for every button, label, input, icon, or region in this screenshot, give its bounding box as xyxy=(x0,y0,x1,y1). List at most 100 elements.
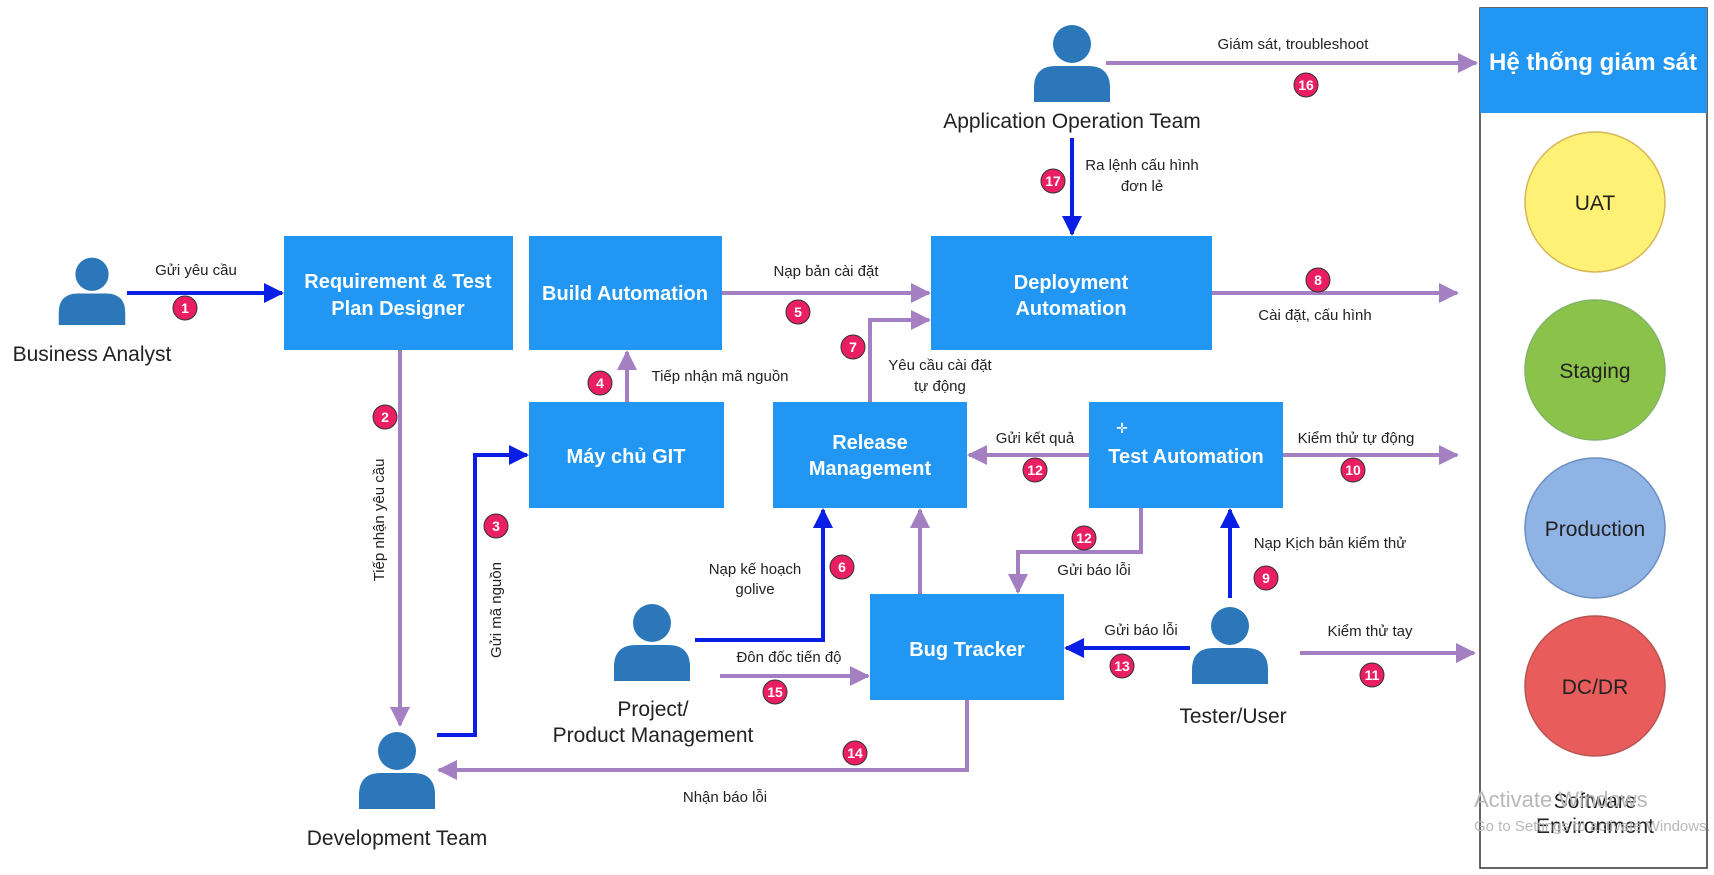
svg-text:15: 15 xyxy=(767,684,783,700)
watermark-go-to-settings: Go to Settings to activate Windows. xyxy=(1474,818,1711,835)
svg-text:16: 16 xyxy=(1298,77,1314,93)
build-automation-label: Build Automation xyxy=(542,283,708,305)
step-badge-16: 16 xyxy=(1293,72,1319,98)
deployment-automation-label-1: Deployment xyxy=(1014,272,1129,294)
step-badge-13: 13 xyxy=(1109,653,1135,679)
edge-label-8: Cài đặt, cấu hình xyxy=(1258,307,1371,324)
edge-label-17b: đơn lẻ xyxy=(1121,178,1163,195)
svg-text:2: 2 xyxy=(381,409,389,425)
env-dcdr-label: DC/DR xyxy=(1562,676,1629,699)
edge-label-12a: Gửi kết quả xyxy=(996,430,1075,447)
monitoring-system-label: Hệ thống giám sát xyxy=(1489,49,1697,76)
release-management-label-2: Management xyxy=(809,458,932,480)
edge-label-7a: Yêu cầu cài đặt xyxy=(888,357,992,374)
env-production-circle[interactable] xyxy=(1524,457,1666,599)
monitoring-system-box[interactable] xyxy=(1480,8,1707,113)
step-badge-5: 5 xyxy=(785,299,811,325)
release-management-label-1: Release xyxy=(832,432,908,454)
deployment-automation-box[interactable] xyxy=(931,236,1212,350)
arrow-12b-testauto-to-bugtracker xyxy=(1008,508,1143,594)
step-badge-6: 6 xyxy=(829,554,855,580)
arrow-3-dev-to-git xyxy=(437,445,529,737)
app-operation-team-icon xyxy=(1034,25,1110,102)
edge-label-15: Đôn đốc tiến độ xyxy=(736,649,841,666)
svg-text:7: 7 xyxy=(849,339,857,355)
env-staging-label: Staging xyxy=(1559,360,1630,383)
development-team-icon xyxy=(359,732,435,809)
edge-label-12b: Gửi báo lỗi xyxy=(1057,562,1130,579)
bug-tracker-box[interactable] xyxy=(870,594,1064,700)
edge-label-7b: tự động xyxy=(914,378,966,395)
svg-text:11: 11 xyxy=(1365,667,1380,683)
arrow-7-release-to-deploy xyxy=(868,310,931,402)
edge-label-3: Gửi mã nguồn xyxy=(488,562,505,658)
business-analyst-label: Business Analyst xyxy=(13,343,172,366)
watermark-activate-windows: Activate Windows xyxy=(1474,787,1648,812)
edge-label-4: Tiếp nhận mã nguồn xyxy=(651,368,788,385)
step-badge-12a: 12 xyxy=(1022,457,1048,483)
arrow-6-pm-to-release xyxy=(695,508,833,642)
edge-label-6a: Nạp kế hoạch xyxy=(709,561,802,578)
env-uat-circle[interactable] xyxy=(1524,131,1666,273)
step-badge-10: 10 xyxy=(1340,457,1366,483)
git-server-box[interactable] xyxy=(529,402,724,508)
step-badge-14: 14 xyxy=(842,740,868,766)
svg-text:10: 10 xyxy=(1345,462,1361,478)
step-badge-8: 8 xyxy=(1305,267,1331,293)
test-automation-label: Test Automation xyxy=(1108,446,1264,468)
bug-tracker-label: Bug Tracker xyxy=(909,639,1025,661)
edge-label-11: Kiểm thử tay xyxy=(1327,623,1413,640)
tester-user-icon xyxy=(1192,607,1268,684)
edge-label-5: Nạp bản cài đặt xyxy=(773,263,879,280)
git-server-label: Máy chủ GIT xyxy=(567,446,686,468)
cursor-crosshair-icon: ✛ xyxy=(1116,420,1128,436)
svg-text:1: 1 xyxy=(181,300,189,316)
edge-label-17a: Ra lệnh cấu hình xyxy=(1085,157,1198,174)
project-management-label-2: Product Management xyxy=(553,724,754,747)
step-badge-1: 1 xyxy=(172,295,198,321)
business-analyst-icon xyxy=(58,257,126,325)
step-badge-12b: 12 xyxy=(1071,525,1097,551)
svg-text:12: 12 xyxy=(1027,462,1043,478)
step-badge-2: 2 xyxy=(372,404,398,430)
env-dcdr-circle[interactable] xyxy=(1524,615,1666,757)
svg-text:12: 12 xyxy=(1076,530,1092,546)
app-operation-team-label: Application Operation Team xyxy=(943,110,1201,133)
requirement-designer-box[interactable] xyxy=(284,236,513,350)
svg-text:3: 3 xyxy=(492,518,500,534)
step-badge-3: 3 xyxy=(483,513,509,539)
requirement-designer-label-2: Plan Designer xyxy=(331,298,465,320)
svg-text:9: 9 xyxy=(1262,570,1270,586)
svg-text:17: 17 xyxy=(1045,173,1061,189)
deployment-automation-label-2: Automation xyxy=(1015,298,1126,320)
step-badge-15: 15 xyxy=(762,679,788,705)
step-badge-9: 9 xyxy=(1253,565,1279,591)
svg-text:8: 8 xyxy=(1314,272,1322,288)
build-automation-box[interactable] xyxy=(529,236,722,350)
project-management-label-1: Project/ xyxy=(617,698,688,721)
svg-text:14: 14 xyxy=(847,745,863,761)
step-badge-7: 7 xyxy=(840,334,866,360)
svg-text:6: 6 xyxy=(838,559,846,575)
step-badge-4: 4 xyxy=(587,370,613,396)
edge-label-13: Gửi báo lỗi xyxy=(1104,622,1177,639)
edge-label-6b: golive xyxy=(735,581,774,598)
svg-text:13: 13 xyxy=(1114,658,1130,674)
project-management-icon xyxy=(614,604,690,681)
svg-text:5: 5 xyxy=(794,304,802,320)
edge-label-2: Tiếp nhận yêu cầu xyxy=(371,459,388,582)
edge-label-14: Nhận báo lỗi xyxy=(683,789,767,806)
env-production-label: Production xyxy=(1545,518,1645,541)
software-environment-label-2: Environment xyxy=(1536,815,1654,838)
edge-label-16: Giám sát, troubleshoot xyxy=(1218,36,1370,53)
release-management-box[interactable] xyxy=(773,402,967,508)
development-team-label: Development Team xyxy=(307,827,488,850)
requirement-designer-label-1: Requirement & Test xyxy=(304,271,492,293)
test-automation-box[interactable] xyxy=(1089,402,1283,508)
env-staging-circle[interactable] xyxy=(1524,299,1666,441)
software-environment-label-1: Software xyxy=(1554,790,1637,813)
edge-label-9: Nạp Kịch bản kiểm thử xyxy=(1254,535,1407,552)
step-badge-11: 11 xyxy=(1359,662,1385,688)
env-uat-label: UAT xyxy=(1575,192,1616,215)
